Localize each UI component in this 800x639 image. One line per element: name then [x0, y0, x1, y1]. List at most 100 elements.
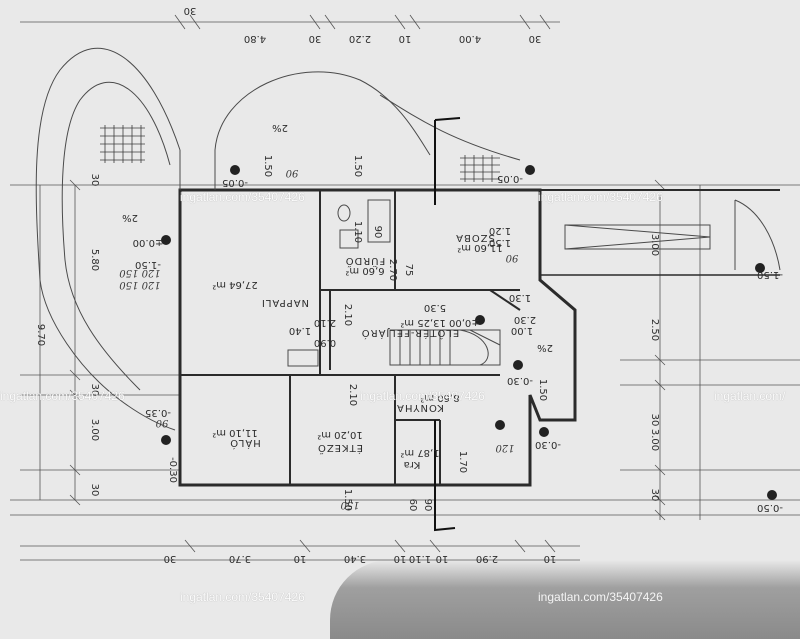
bottom-dimension-labels: 30 3.70 10 3.40 10 1.10 10 2.90 10	[164, 553, 557, 564]
inner-dim: 0.90	[314, 337, 336, 348]
handwritten-note: 120	[495, 442, 515, 453]
inner-dim: 2.10	[342, 304, 353, 326]
top-dim: 30	[309, 33, 322, 44]
right-dim: 30	[649, 489, 660, 502]
inner-dim: 75	[403, 264, 414, 277]
left-dim: 9.70	[35, 324, 46, 346]
bath-fixtures	[287, 199, 391, 367]
level-label: -0.05	[222, 177, 248, 188]
top-dimension-labels: 30 4.80 30 2.20 10 4.00 30	[184, 5, 542, 44]
slope-label: 2%	[537, 342, 553, 353]
inner-dim: 60	[407, 499, 418, 512]
handwritten-note: 120 150	[119, 267, 161, 278]
bottom-dim: 10	[394, 553, 407, 564]
left-dim: 5.80	[89, 249, 100, 271]
right-dim: 3.00	[649, 429, 660, 451]
left-dim: 30	[89, 384, 100, 397]
watermark: ingatlan.com/35407426	[180, 590, 305, 604]
left-dim: 3.00	[89, 419, 100, 441]
bottom-dim: 30	[164, 553, 177, 564]
level-labels: -0.05 -0.05 -1.50 -0.30 -0.30 -0.50 ±0.0…	[133, 173, 783, 513]
inner-dim: 1.50	[352, 155, 363, 177]
inner-dim: 2.10	[347, 384, 358, 406]
level-label: -1.50	[757, 269, 783, 280]
staircase	[389, 329, 501, 366]
room-label-eloter: ELŐTÉR-FELJÁRÓ	[361, 327, 459, 341]
room-label-etkezo: ÉTKEZŐ	[317, 442, 363, 456]
inner-dim: 2.30	[514, 314, 536, 325]
level-label: -0.35	[145, 407, 171, 418]
room-label-konyha: KONYHA	[396, 402, 444, 413]
left-dim: 30	[89, 174, 100, 187]
bottom-dim: 2.90	[476, 553, 498, 564]
right-dim: 30	[649, 414, 660, 427]
top-dim: 30	[529, 33, 542, 44]
photo-shadow	[330, 560, 800, 639]
bottom-dim: 10	[294, 553, 307, 564]
inner-dim: 1.50	[342, 489, 353, 511]
watermark: ingatlan.com/35407426	[538, 590, 663, 604]
terrace-outline	[35, 47, 521, 431]
left-dimension-labels: 5.80 30 9.70 3.00 30 30	[35, 174, 100, 497]
inner-dim: 1.50	[537, 379, 548, 401]
room-area-szoba: 11,60 m²	[457, 242, 503, 253]
inner-dim: 1.30	[509, 292, 531, 303]
inner-dim: 1.50	[262, 155, 273, 177]
watermark: ingatlan.com/	[714, 389, 786, 403]
room-area-halo: 11,10 m²	[212, 427, 258, 438]
handwritten-note: 90	[505, 252, 518, 263]
room-area-konyha: 8,60 m²	[420, 392, 459, 403]
right-dimension-labels: 3.00 2.50 30 3.00 30	[649, 234, 660, 502]
room-area-kamra: 1,87 m²	[400, 447, 439, 458]
top-dim: 4.80	[244, 33, 266, 44]
handwritten-note: 120 150	[119, 279, 161, 290]
watermark: ingatlan.com/35407426	[180, 190, 305, 204]
building-walls	[178, 150, 780, 487]
bottom-dim: 3.70	[229, 553, 251, 564]
room-area-furdo: 6,60 m²	[345, 265, 384, 276]
level-label: -0.30	[535, 439, 561, 450]
room-label-halo: HÁLÓ	[229, 437, 260, 450]
room-labels: NAPPALI 27,64 m² SZOBA 11,60 m² FÜRDŐ 6,…	[212, 232, 503, 470]
room-area-eloter: ±0,00 13,25 m²	[400, 317, 479, 328]
handwritten-note: 150	[340, 499, 360, 510]
room-area-etkezo: 10,20 m²	[317, 429, 363, 440]
top-dim: 10	[399, 33, 412, 44]
inner-dimension-labels: 1.50 1.50 2.10 2.10 1.40 2.10 1.50 60 90…	[262, 155, 548, 512]
inner-dim: 90	[422, 499, 433, 512]
inner-dim: 2.70	[387, 259, 398, 281]
slope-label: 2%	[272, 122, 288, 133]
tile-pattern	[100, 125, 500, 182]
inner-dim: 1.00	[511, 325, 533, 336]
level-label: ±0.00	[133, 237, 164, 248]
room-label-furdo: FÜRDŐ	[345, 255, 386, 269]
handwritten-note: 90	[285, 167, 298, 178]
inner-dim: 1.10	[352, 221, 363, 243]
level-label: -0.50	[757, 502, 783, 513]
watermark: ingatlan.com/35407426	[0, 389, 125, 403]
right-dim: 3.00	[649, 234, 660, 256]
top-dim: 4.00	[459, 33, 481, 44]
watermark: ingatlan.com/35407426	[360, 389, 485, 403]
watermark: ingatlan.com/35407426	[538, 190, 663, 204]
inner-dim: 1.70	[457, 451, 468, 473]
dimension-lines	[10, 14, 800, 561]
handwritten-notes: 120 150 90 150 120 120 150 90 90	[119, 167, 519, 510]
room-label-nappali: NAPPALI	[261, 297, 309, 308]
level-label: -1.50	[135, 259, 161, 270]
level-label: -0.30	[167, 457, 178, 483]
room-label-kamra: Kra	[404, 459, 421, 470]
left-dim: 30	[89, 484, 100, 497]
level-label: -0.05	[497, 173, 523, 184]
slope-label: 2%	[122, 212, 138, 223]
inner-dim: 2.10	[314, 317, 336, 328]
right-dim: 2.50	[649, 319, 660, 341]
level-label: -0.30	[507, 375, 533, 386]
handwritten-note: 90	[155, 417, 168, 428]
bottom-dim: 10	[544, 553, 557, 564]
room-area-nappali: 27,64 m²	[212, 279, 258, 290]
slope-labels: 2% 2% 2%	[122, 122, 553, 353]
carport	[564, 199, 781, 271]
